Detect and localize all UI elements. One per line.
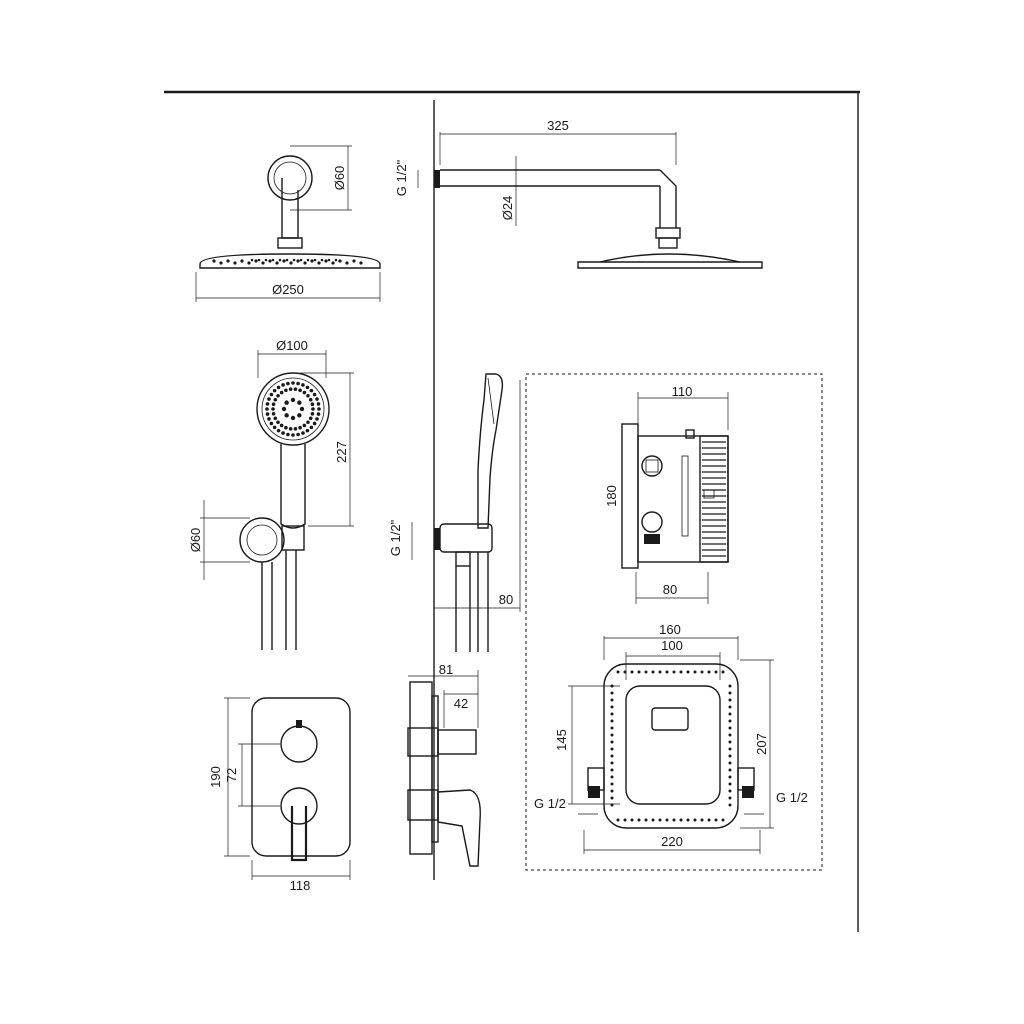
hand-shower-nozzle-pattern — [265, 381, 321, 437]
holder-dia-label: Ø60 — [188, 528, 203, 553]
arm-pipe-dia-label: Ø24 — [500, 196, 515, 221]
plate-depth-total-label: 81 — [439, 662, 453, 677]
hand-shower-front-view — [200, 350, 354, 650]
holder-projection-label: 80 — [499, 592, 513, 607]
rain-head-dia-label: Ø250 — [272, 282, 304, 297]
rain-nozzle-pattern — [212, 258, 363, 265]
sheet-frame — [164, 90, 860, 932]
concealed-body-side-view — [621, 392, 729, 604]
box-height-label: 180 — [604, 485, 619, 507]
ribbed-housing — [702, 441, 726, 557]
mixer-plate-front-view — [224, 697, 351, 880]
mixer-side-view — [407, 670, 481, 867]
mounting-frame-holes — [610, 670, 732, 822]
frame-inner-width-label: 100 — [661, 638, 683, 653]
head-arm-length-label: 325 — [547, 118, 569, 133]
hand-shower-dia-label: Ø100 — [276, 338, 308, 353]
box-inner-depth-label: 80 — [663, 582, 677, 597]
frame-outer-width-label: 160 — [659, 622, 681, 637]
box-depth-label: 110 — [672, 384, 693, 399]
concealed-body-front-view — [568, 636, 774, 854]
wall-flange-dia-label: Ø60 — [332, 166, 347, 191]
plate-height-label: 190 — [208, 766, 223, 788]
plate-width-label: 118 — [290, 878, 311, 893]
plate-depth-handle-label: 42 — [454, 696, 468, 711]
frame-total-width-label: 220 — [661, 834, 683, 849]
thread-top-label: G 1/2" — [394, 159, 409, 196]
hand-shower-length-label: 227 — [334, 441, 349, 463]
rain-head-side-view — [417, 132, 763, 269]
thread-mid-label: G 1/2" — [388, 519, 403, 556]
frame-thread-left-label: G 1/2 — [534, 796, 566, 811]
frame-outer-height-label: 207 — [754, 733, 769, 755]
rain-head-front-view — [195, 145, 381, 302]
frame-inner-height-label: 145 — [554, 729, 569, 751]
frame-thread-right-label: G 1/2 — [776, 790, 808, 805]
plate-knob-spacing-label: 72 — [224, 768, 239, 782]
hand-shower-side-view — [411, 373, 521, 652]
